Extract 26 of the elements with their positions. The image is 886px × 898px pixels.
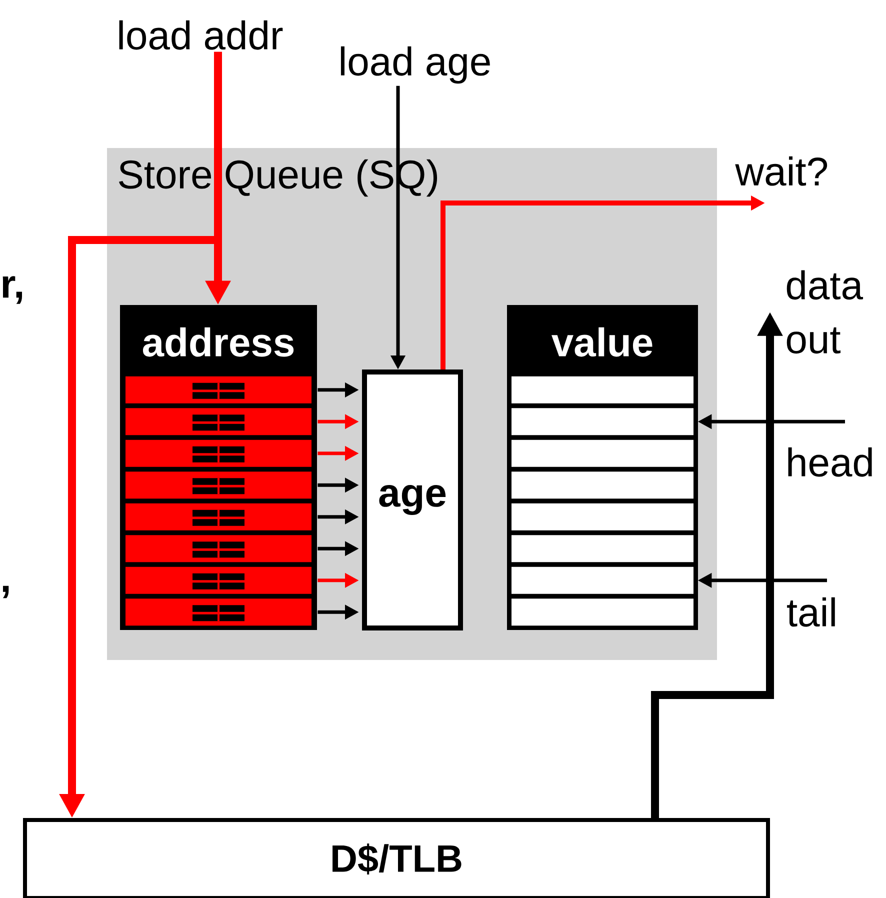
table-row bbox=[512, 472, 694, 499]
table-row bbox=[126, 503, 312, 530]
text-fragment: , bbox=[2, 586, 9, 598]
cache-box: D$/TLB bbox=[23, 818, 770, 898]
table-row bbox=[126, 408, 312, 436]
signal-label: load addr bbox=[119, 20, 283, 50]
table-row bbox=[126, 566, 312, 594]
table-row bbox=[126, 376, 312, 404]
text-fragment: r, bbox=[2, 276, 22, 304]
table-row bbox=[512, 598, 694, 626]
table-row bbox=[126, 598, 312, 626]
table-row bbox=[512, 566, 694, 594]
table-row bbox=[512, 408, 694, 436]
signal-label: load age bbox=[340, 46, 490, 84]
signal-label: tail bbox=[787, 597, 835, 627]
signal-label: head bbox=[788, 447, 872, 477]
signal-label: wait? bbox=[735, 156, 828, 186]
table-row bbox=[512, 503, 694, 530]
table-row bbox=[512, 440, 694, 467]
table-row bbox=[126, 535, 312, 562]
age-box: age bbox=[362, 370, 463, 630]
signal-label: data out bbox=[786, 270, 864, 354]
table-row bbox=[126, 472, 312, 499]
table-row bbox=[512, 535, 694, 562]
table-row bbox=[126, 440, 312, 467]
table-row bbox=[512, 376, 694, 404]
